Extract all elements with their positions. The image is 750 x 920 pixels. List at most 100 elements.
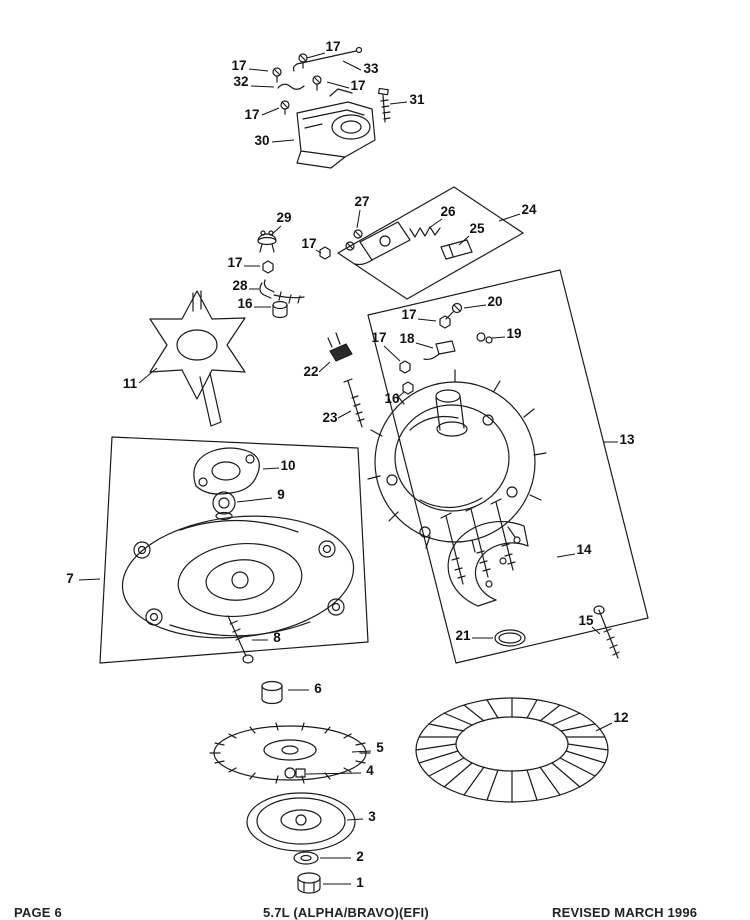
part-clip-19 [476,332,493,344]
callout-label-30: 30 [254,133,269,148]
part-bolt-15 [593,605,620,659]
callout-label-31: 31 [409,92,425,107]
callout-6: 6 [288,681,322,696]
callout-25: 25 [458,221,485,246]
callout-12: 12 [595,710,629,732]
callout-label-9: 9 [277,487,285,502]
part-bearing-9 [212,491,236,521]
callout-17-f: 17 [227,255,260,270]
part-rear-end-frame [367,369,547,553]
part-cap-29 [257,230,277,253]
part-sensor-18 [423,340,456,361]
part-front-end-frame [121,515,355,639]
callout-label-17: 17 [244,107,259,122]
callout-2: 2 [320,849,364,864]
callout-label-22: 22 [303,364,318,379]
callout-label-6: 6 [314,681,322,696]
part-bracket-30 [296,88,376,169]
part-screw-20 [445,302,463,320]
callout-28: 28 [232,278,259,293]
callout-label-28: 28 [232,278,248,293]
part-screw-17-top-b [272,67,282,83]
callout-10: 10 [262,458,296,473]
callout-label-1: 1 [356,875,364,890]
part-nut-17-e [319,246,331,260]
callout-label-5: 5 [376,740,384,755]
part-rotor-11 [149,290,246,427]
part-gasket-10 [193,447,260,495]
part-fan-5 [209,722,371,784]
callout-label-25: 25 [469,221,485,236]
callout-20: 20 [463,294,503,309]
callout-label-7: 7 [66,571,74,586]
part-screw-17-top-c [312,75,322,91]
part-bolt-31 [378,87,391,123]
callout-33: 33 [342,60,379,76]
callout-17-e: 17 [301,236,322,254]
part-elbow-28 [259,279,305,304]
callout-7: 7 [66,571,101,586]
callout-16-g: 16 [237,296,271,311]
part-fitting-16-g [272,300,288,319]
part-rod-33 [292,46,363,72]
footer-page-number: PAGE 6 [14,905,62,920]
callout-22: 22 [303,361,331,379]
callout-label-27: 27 [354,194,369,209]
callout-label-4: 4 [366,763,374,778]
callout-8: 8 [252,630,281,645]
callout-label-17: 17 [231,58,246,73]
part-nut-17-h [439,315,451,329]
callout-label-10: 10 [280,458,295,473]
callout-label-3: 3 [368,809,376,824]
part-bolt-8 [227,615,254,664]
callout-label-2: 2 [356,849,364,864]
callout-4: 4 [305,763,374,778]
footer-model-label: 5.7L (ALPHA/BRAVO)(EFI) [263,905,429,920]
callout-26: 26 [428,204,456,229]
part-terminal-22 [327,332,353,362]
callout-15: 15 [578,613,601,635]
callout-label-13: 13 [619,432,635,447]
callout-label-23: 23 [322,410,338,425]
part-brush-25 [440,239,473,260]
callout-label-32: 32 [233,74,248,89]
part-stator-12 [415,697,609,803]
callout-32: 32 [233,74,275,89]
part-screw-17-top-a [298,53,308,69]
callout-30: 30 [254,133,295,148]
callouts: 17 33 17 32 17 31 17 30 27 29 26 24 25 1… [66,39,635,890]
callout-21: 21 [455,628,493,643]
callout-24: 24 [498,202,537,222]
callout-3: 3 [346,809,376,824]
part-pulley-3 [246,792,356,852]
callout-16-j: 16 [384,391,405,406]
footer-revision-label: REVISED MARCH 1996 [552,905,698,920]
part-nut-17-i [399,360,411,374]
callout-31: 31 [389,92,425,107]
part-clip-32 [277,83,305,90]
callout-18: 18 [399,331,434,349]
callout-label-19: 19 [506,326,521,341]
part-nut-17-f [262,260,274,274]
box-24-outline [337,186,524,300]
callout-label-17: 17 [350,78,365,93]
callout-11: 11 [123,367,158,391]
callout-label-18: 18 [399,331,415,346]
callout-13: 13 [603,432,635,447]
callout-14: 14 [556,542,592,558]
part-screws-27 [345,229,363,251]
part-washer-2 [293,851,319,865]
callout-label-29: 29 [276,210,291,225]
callout-23: 23 [322,410,352,425]
callout-17-d: 17 [244,107,280,122]
part-spacer-6 [261,680,283,705]
callout-label-17: 17 [325,39,340,54]
callout-label-12: 12 [613,710,628,725]
callout-19: 19 [491,326,522,341]
callout-5: 5 [351,740,384,755]
callout-label-17: 17 [401,307,416,322]
part-spring-26 [409,226,441,238]
callout-17-h: 17 [401,307,437,322]
